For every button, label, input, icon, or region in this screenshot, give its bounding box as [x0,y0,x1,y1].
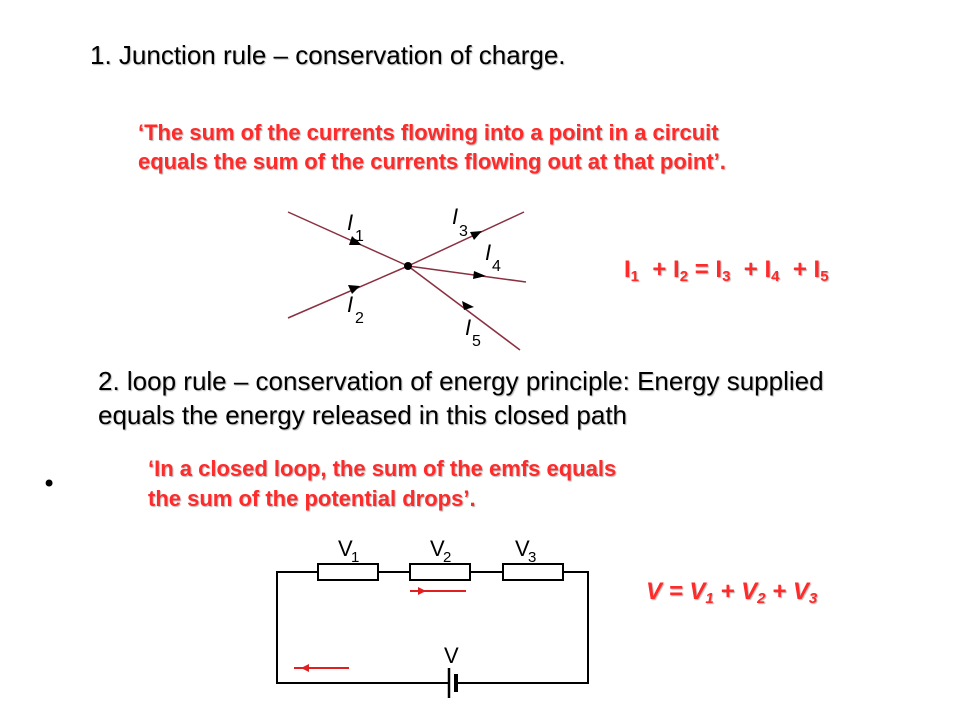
loop-circuit: V 1 V 2 V 3 V [276,536,589,698]
eq-term: I [715,256,723,283]
eq-plus: + [720,578,735,605]
eq-sub: 1 [705,590,714,607]
arrow-i5-head [462,301,474,310]
arrow-i3-head [470,231,482,240]
eq-equals: = [668,578,683,605]
loop-equation: V = V1 + V2 + V3 [646,578,817,607]
loop-quote-line-2: the sum of the potential drops’. [148,486,476,511]
label-i3: I 3 [452,204,468,240]
wire-i3 [407,211,525,267]
label-v1: V 1 [338,536,359,566]
label-i5-sub: 5 [472,333,481,350]
loop-rule-quote: ‘In a closed loop, the sum of the emfs e… [148,454,616,514]
battery-label: V [444,643,459,668]
arrow-i4-head [473,271,486,279]
eq-sub: 5 [820,268,829,285]
label-i1-sym: I [347,210,353,235]
label-i5: I 5 [465,315,481,350]
junction-rule-quote: ‘The sum of the currents flowing into a … [138,118,726,176]
eq-term: V [689,578,706,605]
eq-sub: 4 [771,268,780,285]
label-v3-sym: V [515,536,530,561]
label-i2-sym: I [347,292,353,317]
arrow-current-bottom-head [301,664,309,672]
loop-quote-line-1: ‘In a closed loop, the sum of the emfs e… [148,456,617,481]
eq-term: V [792,578,809,605]
label-v2: V 2 [430,536,451,566]
resistor-2 [409,563,471,581]
eq-term: V [741,578,758,605]
label-v2-sym: V [430,536,445,561]
label-i4-sub: 4 [492,258,501,275]
eq-sub: 1 [630,268,640,285]
wire-i1 [287,211,409,267]
wire-i4 [407,265,527,283]
wire-i2 [287,265,409,319]
label-v3: V 3 [515,536,536,566]
label-i3-sym: I [452,204,458,229]
resistor-1 [317,563,379,581]
eq-sub: 3 [808,590,818,607]
eq-term: I [813,256,821,283]
eq-plus: + [743,256,758,283]
eq-term: I [764,256,772,283]
eq-term: I [673,256,680,283]
junction-rule-title: 1. Junction rule – conservation of charg… [90,40,566,70]
eq-sub: 3 [722,268,731,285]
eq-plus: + [792,256,807,283]
junction-quote-line-1: ‘The sum of the currents flowing into a … [138,120,719,145]
eq-term: I [624,256,631,283]
label-i1-sub: 1 [355,228,364,245]
arrow-current-top-head [418,587,426,595]
label-i4: I 4 [485,240,501,275]
loop-title-line-2: equals the energy released in this close… [98,400,628,430]
eq-lhs: V [646,578,663,605]
label-v2-sub: 2 [443,549,451,566]
resistor-3 [502,563,564,581]
junction-equation: I1 + I2 = I3 + I4 + I5 [624,256,829,285]
label-v3-sub: 3 [528,549,536,566]
arrow-i2-head [348,285,360,294]
eq-plus: + [772,578,787,605]
label-i1: I 1 [347,210,364,245]
label-i4-sym: I [485,240,491,265]
loop-rule-title: 2. loop rule – conservation of energy pr… [98,364,824,432]
junction-node [404,262,412,270]
label-i2: I 2 [347,292,364,327]
loop-title-line-1: 2. loop rule – conservation of energy pr… [98,366,824,396]
label-i3-sub: 3 [459,223,468,240]
eq-equals: = [694,256,709,283]
eq-plus: + [652,256,667,283]
label-v1-sym: V [338,536,353,561]
bullet-point: • [42,470,57,498]
label-v1-sub: 1 [351,549,359,566]
eq-sub: 2 [679,268,689,285]
label-i2-sub: 2 [355,310,364,327]
label-i5-sym: I [465,315,471,340]
arrow-i1-head [349,236,361,245]
junction-quote-line-2: equals the sum of the currents flowing o… [138,149,726,174]
eq-sub: 2 [757,590,766,607]
